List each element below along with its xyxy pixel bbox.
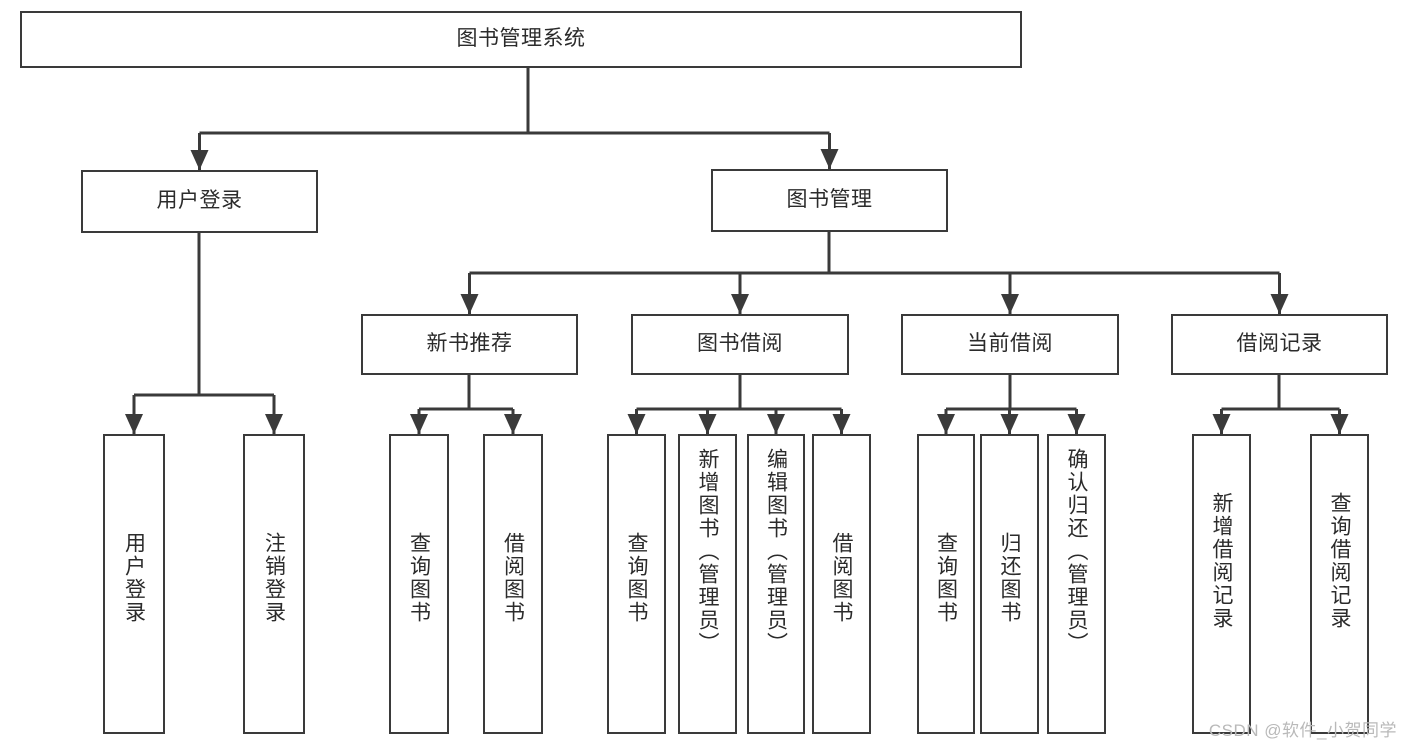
arrowhead-current-borrow bbox=[1001, 294, 1019, 314]
arrowhead-new-book-rec bbox=[460, 294, 479, 314]
node-label-leaf-user-login: 用户登录 bbox=[122, 532, 146, 624]
node-label-leaf-bb-borrow: 借阅图书 bbox=[830, 532, 853, 624]
node-label-leaf-bb-edit: 编辑图书（管理员） bbox=[764, 448, 788, 655]
node-new-book-rec[interactable]: 新书推荐 bbox=[361, 314, 578, 375]
node-current-borrow[interactable]: 当前借阅 bbox=[901, 314, 1119, 375]
node-leaf-bb-query[interactable]: 查询图书 bbox=[607, 434, 666, 734]
node-leaf-rec-borrow[interactable]: 借阅图书 bbox=[483, 434, 543, 734]
node-label-new-book-rec: 新书推荐 bbox=[426, 332, 513, 356]
node-label-leaf-br-add: 新增借阅记录 bbox=[1210, 492, 1233, 630]
arrowhead-book-borrow bbox=[731, 294, 749, 314]
arrowhead-leaf-bb-edit bbox=[767, 414, 785, 434]
node-leaf-bb-edit[interactable]: 编辑图书（管理员） bbox=[747, 434, 805, 734]
arrowhead-leaf-cb-confirm bbox=[1067, 414, 1086, 434]
node-leaf-br-add[interactable]: 新增借阅记录 bbox=[1192, 434, 1251, 734]
arrowhead-leaf-user-login bbox=[125, 414, 143, 434]
arrowhead-borrow-record bbox=[1270, 294, 1289, 314]
node-book-borrow[interactable]: 图书借阅 bbox=[631, 314, 849, 375]
node-label-leaf-cb-confirm: 确认归还（管理员） bbox=[1065, 448, 1088, 655]
node-leaf-br-query[interactable]: 查询借阅记录 bbox=[1310, 434, 1369, 734]
node-leaf-bb-add[interactable]: 新增图书（管理员） bbox=[678, 434, 737, 734]
node-leaf-rec-query[interactable]: 查询图书 bbox=[389, 434, 449, 734]
node-label-borrow-record: 借阅记录 bbox=[1236, 332, 1323, 356]
node-user-login[interactable]: 用户登录 bbox=[81, 170, 318, 233]
node-label-leaf-br-query: 查询借阅记录 bbox=[1328, 492, 1351, 630]
arrowhead-leaf-rec-query bbox=[410, 414, 428, 434]
node-root[interactable]: 图书管理系统 bbox=[20, 11, 1022, 68]
node-label-leaf-rec-query: 查询图书 bbox=[407, 532, 431, 624]
node-leaf-user-login[interactable]: 用户登录 bbox=[103, 434, 165, 734]
node-label-book-mgmt: 图书管理 bbox=[786, 188, 873, 212]
arrowhead-leaf-bb-add bbox=[698, 414, 717, 434]
node-book-mgmt[interactable]: 图书管理 bbox=[711, 169, 948, 232]
arrowhead-leaf-bb-query bbox=[627, 414, 646, 434]
arrowhead-leaf-br-query bbox=[1330, 414, 1349, 434]
node-label-user-login: 用户登录 bbox=[156, 189, 243, 213]
arrowhead-leaf-br-add bbox=[1212, 414, 1231, 434]
node-label-leaf-cb-query: 查询图书 bbox=[934, 532, 958, 624]
arrowhead-user-login bbox=[190, 150, 209, 170]
node-leaf-cb-return[interactable]: 归还图书 bbox=[980, 434, 1039, 734]
node-leaf-cb-confirm[interactable]: 确认归还（管理员） bbox=[1047, 434, 1106, 734]
node-label-book-borrow: 图书借阅 bbox=[697, 332, 783, 356]
node-leaf-logout[interactable]: 注销登录 bbox=[243, 434, 305, 734]
node-label-leaf-bb-add: 新增图书（管理员） bbox=[696, 448, 719, 655]
node-label-leaf-cb-return: 归还图书 bbox=[998, 532, 1021, 624]
node-label-leaf-bb-query: 查询图书 bbox=[625, 532, 648, 624]
node-label-leaf-rec-borrow: 借阅图书 bbox=[501, 532, 525, 624]
arrowhead-book-mgmt bbox=[820, 149, 839, 169]
arrowhead-leaf-cb-query bbox=[937, 414, 955, 434]
arrowhead-leaf-logout bbox=[265, 414, 283, 434]
arrowhead-leaf-bb-borrow bbox=[832, 414, 851, 434]
node-label-current-borrow: 当前借阅 bbox=[967, 332, 1053, 356]
node-label-root: 图书管理系统 bbox=[456, 27, 586, 51]
node-leaf-cb-query[interactable]: 查询图书 bbox=[917, 434, 975, 734]
node-label-leaf-logout: 注销登录 bbox=[262, 532, 286, 624]
node-borrow-record[interactable]: 借阅记录 bbox=[1171, 314, 1388, 375]
arrowhead-leaf-rec-borrow bbox=[504, 414, 522, 434]
arrowhead-leaf-cb-return bbox=[1000, 414, 1019, 434]
node-leaf-bb-borrow[interactable]: 借阅图书 bbox=[812, 434, 871, 734]
